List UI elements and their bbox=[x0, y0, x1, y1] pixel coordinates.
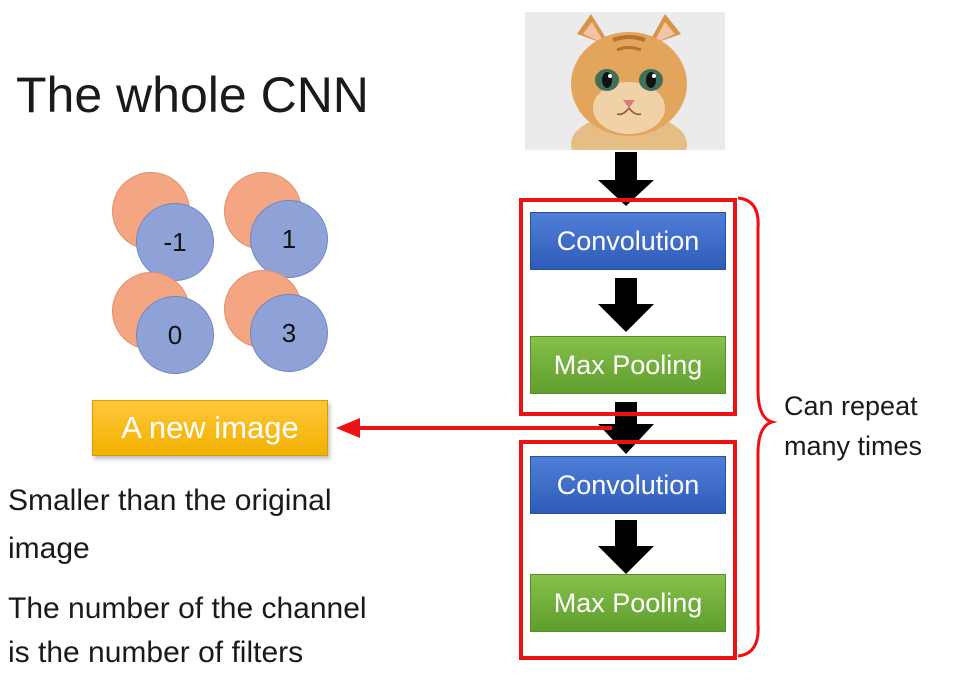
repeat-note-line-2: many times bbox=[784, 431, 923, 461]
feature-value: 1 bbox=[250, 200, 328, 278]
group-box-2 bbox=[519, 440, 737, 660]
convolution-block: Convolution bbox=[530, 456, 726, 514]
brace-icon bbox=[737, 196, 778, 658]
page-title: The whole CNN bbox=[16, 67, 369, 123]
convolution-block: Convolution bbox=[530, 212, 726, 270]
max-pooling-block: Max Pooling bbox=[530, 336, 726, 394]
feature-value: 3 bbox=[250, 294, 328, 372]
red-arrow-icon bbox=[336, 418, 612, 438]
note-line-4: is the number of filters bbox=[8, 636, 304, 669]
cat-image bbox=[525, 12, 725, 150]
repeat-note-line-1: Can repeat bbox=[784, 391, 918, 421]
note-line-3: The number of the channel bbox=[8, 592, 367, 625]
note-line-1: Smaller than the original bbox=[8, 484, 332, 517]
new-image-label: A new image bbox=[92, 400, 328, 456]
note-line-2: image bbox=[8, 532, 90, 565]
repeat-note: Can repeat many times bbox=[784, 386, 922, 466]
group-box-1 bbox=[519, 198, 737, 416]
max-pooling-block: Max Pooling bbox=[530, 574, 726, 632]
feature-value: 0 bbox=[136, 296, 214, 374]
cat-icon bbox=[525, 12, 725, 150]
feature-value: -1 bbox=[136, 203, 214, 281]
